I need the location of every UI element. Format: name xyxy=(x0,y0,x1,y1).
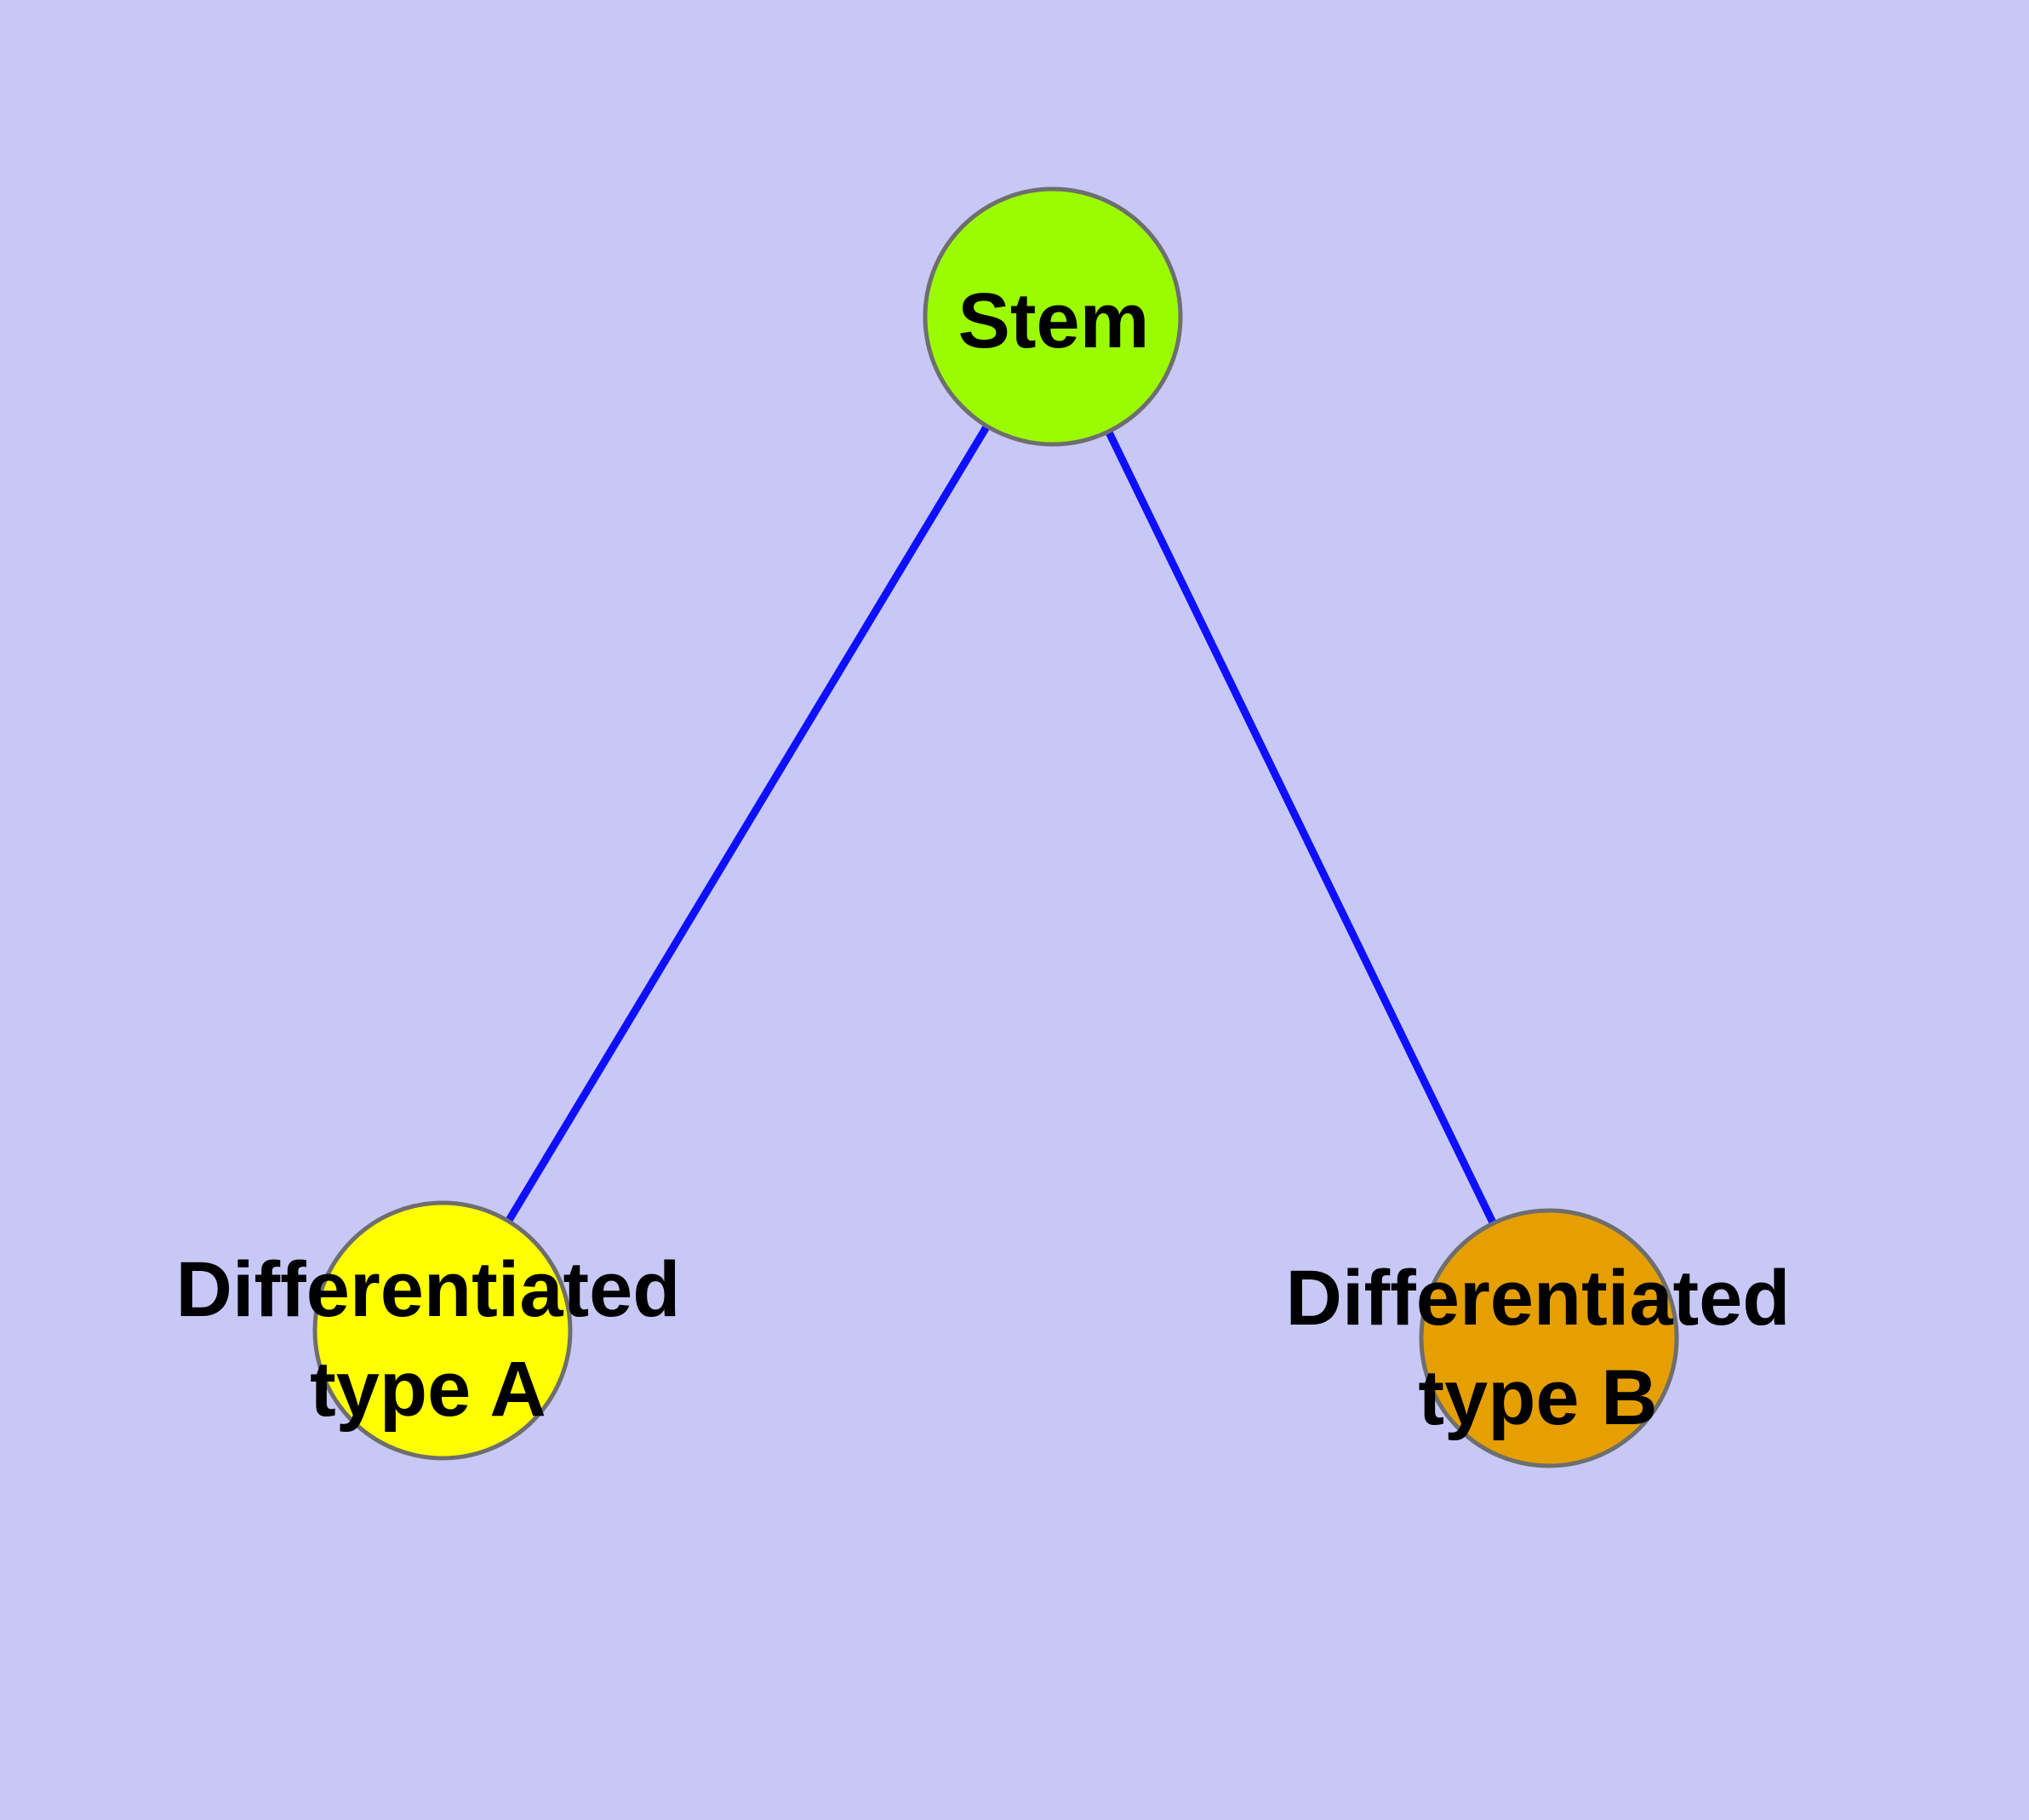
node-diff-type-b-label: Differentiated type B xyxy=(1286,1255,1791,1441)
node-stem-label-line-1: Stem xyxy=(958,278,1150,364)
node-diff-type-b-label-line-2: type B xyxy=(1418,1354,1657,1441)
node-stem-circle xyxy=(923,186,1183,447)
node-diff-type-b-circle xyxy=(1419,1208,1679,1468)
node-diff-type-a-label: Differentiated type A xyxy=(176,1246,681,1433)
node-diff-type-a-label-line-2: type A xyxy=(310,1346,546,1433)
node-stem-label: Stem xyxy=(958,278,1150,364)
edge-stem-to-diff-type-a xyxy=(439,314,1056,1333)
node-diff-type-a-circle xyxy=(312,1200,573,1461)
node-diff-type-a-label-line-1: Differentiated xyxy=(176,1246,681,1333)
node-diff-type-b-label-line-1: Differentiated xyxy=(1286,1255,1791,1342)
edge-stem-to-diff-type-b xyxy=(1049,315,1553,1340)
